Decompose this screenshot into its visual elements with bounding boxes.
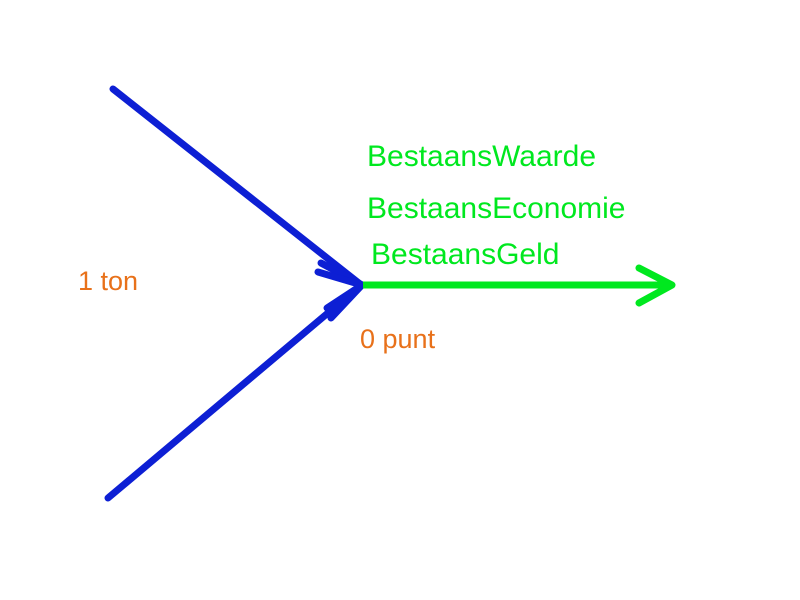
- blue-arrow-lower-shaft: [104, 282, 364, 502]
- label-0-punt: 0 punt: [360, 324, 436, 354]
- blue-arrow-lower-head: [314, 268, 366, 322]
- label-1-ton: 1 ton: [78, 266, 139, 296]
- green-arrow-output: [363, 264, 676, 307]
- label-bestaanswaarde: BestaansWaarde: [367, 140, 597, 173]
- green-arrow-output-head: [635, 264, 676, 307]
- label-bestaansgeld: BestaansGeld: [371, 238, 560, 271]
- blue-arrow-lower: [104, 268, 366, 502]
- blue-arrow-upper-shaft: [109, 85, 364, 288]
- label-bestaanseconomie: BestaansEconomie: [367, 192, 626, 225]
